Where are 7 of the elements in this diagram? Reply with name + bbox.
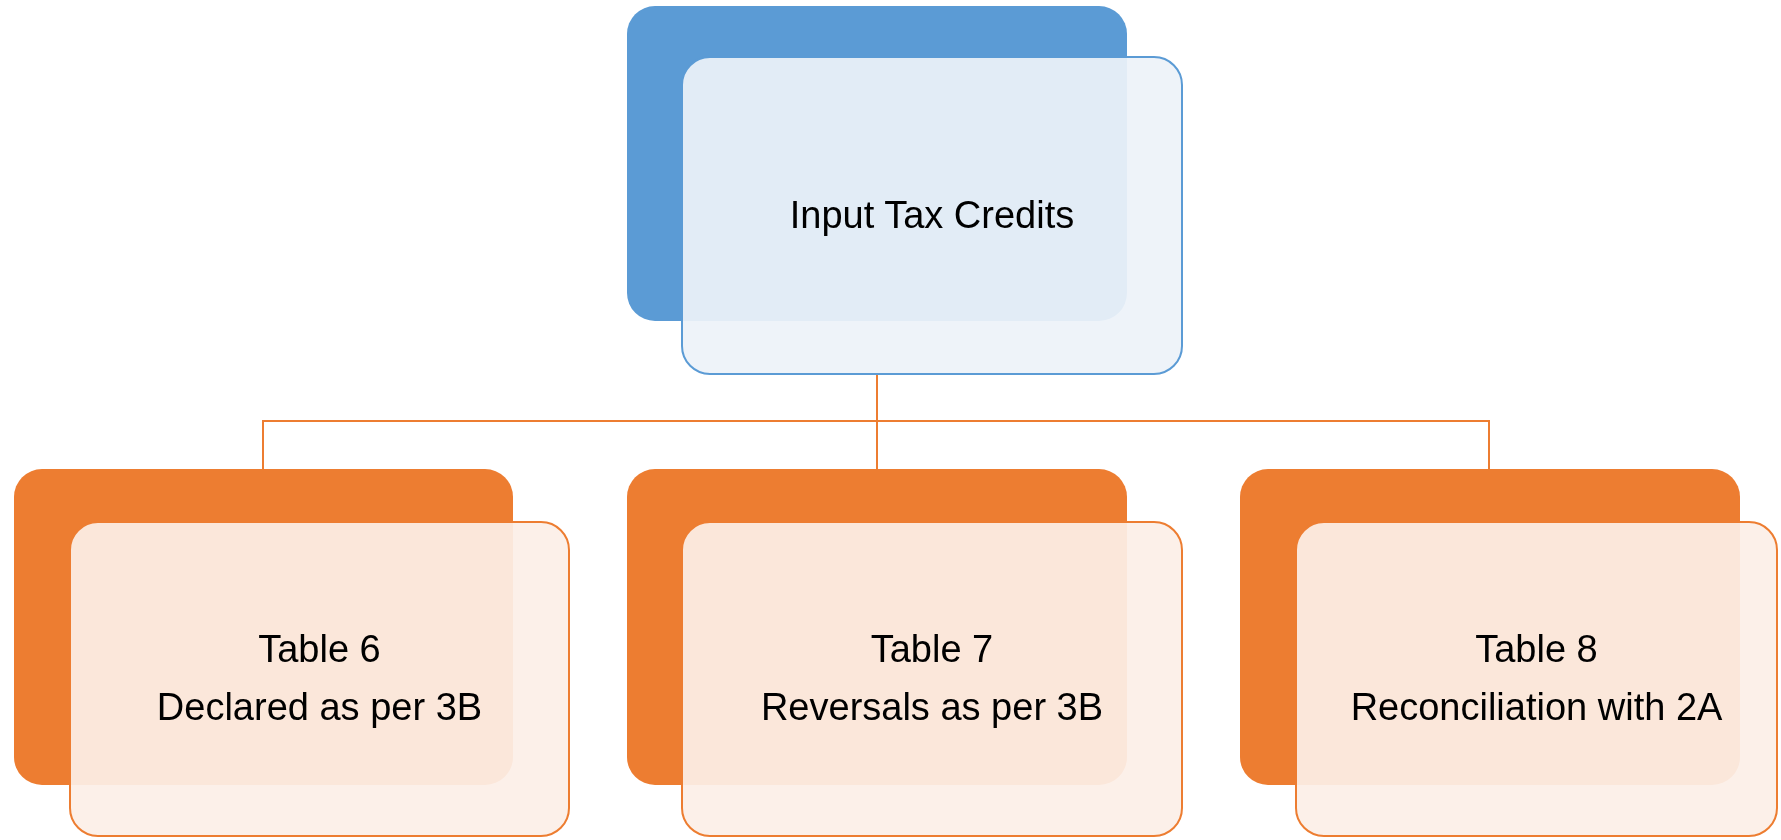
card-text: Reversals as per 3B <box>760 685 1104 730</box>
card-text: Declared as per 3B <box>156 685 483 730</box>
card-title: Input Tax Credits <box>789 192 1075 238</box>
card-title: Table 7 <box>870 627 994 673</box>
card-title: Table 6 <box>258 627 381 673</box>
card-title: Table 8 <box>1475 627 1598 673</box>
card-text: Reconciliation with 2A <box>1350 685 1723 730</box>
